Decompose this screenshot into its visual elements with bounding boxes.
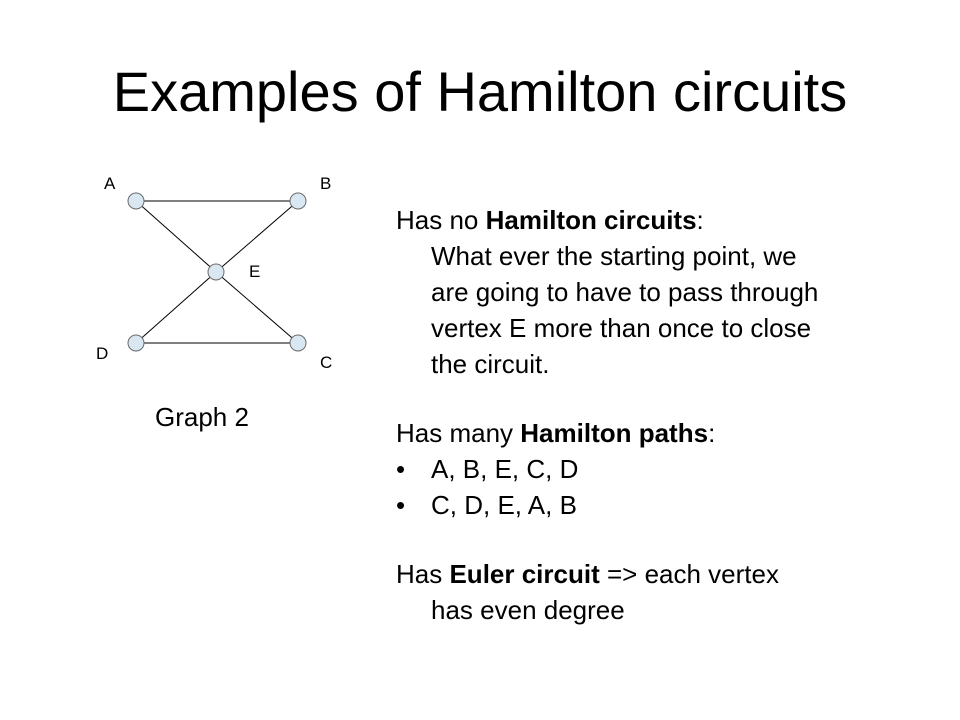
spacer	[396, 382, 936, 415]
euler-rest: => each vertex	[599, 559, 779, 589]
vertex-a	[127, 192, 145, 210]
euler-lead: Has	[396, 559, 450, 589]
edge-e-d	[135, 271, 217, 344]
euler-term: Euler circuit	[449, 559, 600, 589]
vertex-c	[289, 334, 307, 352]
euler-continuation: has even degree	[431, 595, 625, 625]
path-text: A, B, E, C, D	[431, 454, 579, 484]
circuits-term: Hamilton circuits	[485, 205, 697, 235]
vertex-label-d: D	[96, 344, 109, 363]
spacer	[396, 523, 936, 556]
vertex-label-a: A	[104, 174, 116, 193]
edge-a-e	[135, 200, 217, 273]
bullet-icon: •	[396, 490, 406, 520]
paths-heading: Has many Hamilton paths:	[396, 415, 936, 451]
circuits-lead: Has no	[396, 205, 486, 235]
paths-lead: Has many	[396, 418, 521, 448]
vertex-label-b: B	[320, 174, 332, 193]
vertex-e	[207, 263, 225, 281]
graph-caption: Graph 2	[155, 402, 249, 432]
vertex-b	[289, 192, 307, 210]
bullet-icon: •	[396, 454, 406, 484]
circuits-explanation-line: the circuit.	[431, 349, 550, 379]
vertex-label-c: C	[320, 353, 333, 372]
euler-heading: Has Euler circuit => each vertex	[396, 556, 936, 592]
path-list-item: • C, D, E, A, B	[396, 487, 936, 523]
vertex-d	[127, 334, 145, 352]
circuits-heading: Has no Hamilton circuits:	[396, 202, 936, 238]
paths-colon: :	[708, 418, 716, 448]
graph-diagram	[127, 192, 307, 352]
path-list-item: • A, B, E, C, D	[396, 451, 936, 487]
edge-b-e	[215, 200, 299, 273]
circuits-colon: :	[696, 205, 704, 235]
path-text: C, D, E, A, B	[431, 490, 577, 520]
slide-title: Examples of Hamilton circuits	[112, 60, 848, 123]
slide-text: Has no Hamilton circuits: What ever the …	[396, 202, 936, 628]
graph-edges	[135, 200, 299, 344]
graph-nodes	[127, 192, 307, 352]
edge-e-c	[215, 271, 299, 344]
circuits-explanation-line: are going to have to pass through	[431, 277, 819, 307]
vertex-label-e: E	[249, 262, 261, 281]
paths-term: Hamilton paths	[520, 418, 709, 448]
circuits-explanation-line: What ever the starting point, we	[431, 241, 797, 271]
circuits-explanation-line: vertex E more than once to close	[431, 313, 812, 343]
